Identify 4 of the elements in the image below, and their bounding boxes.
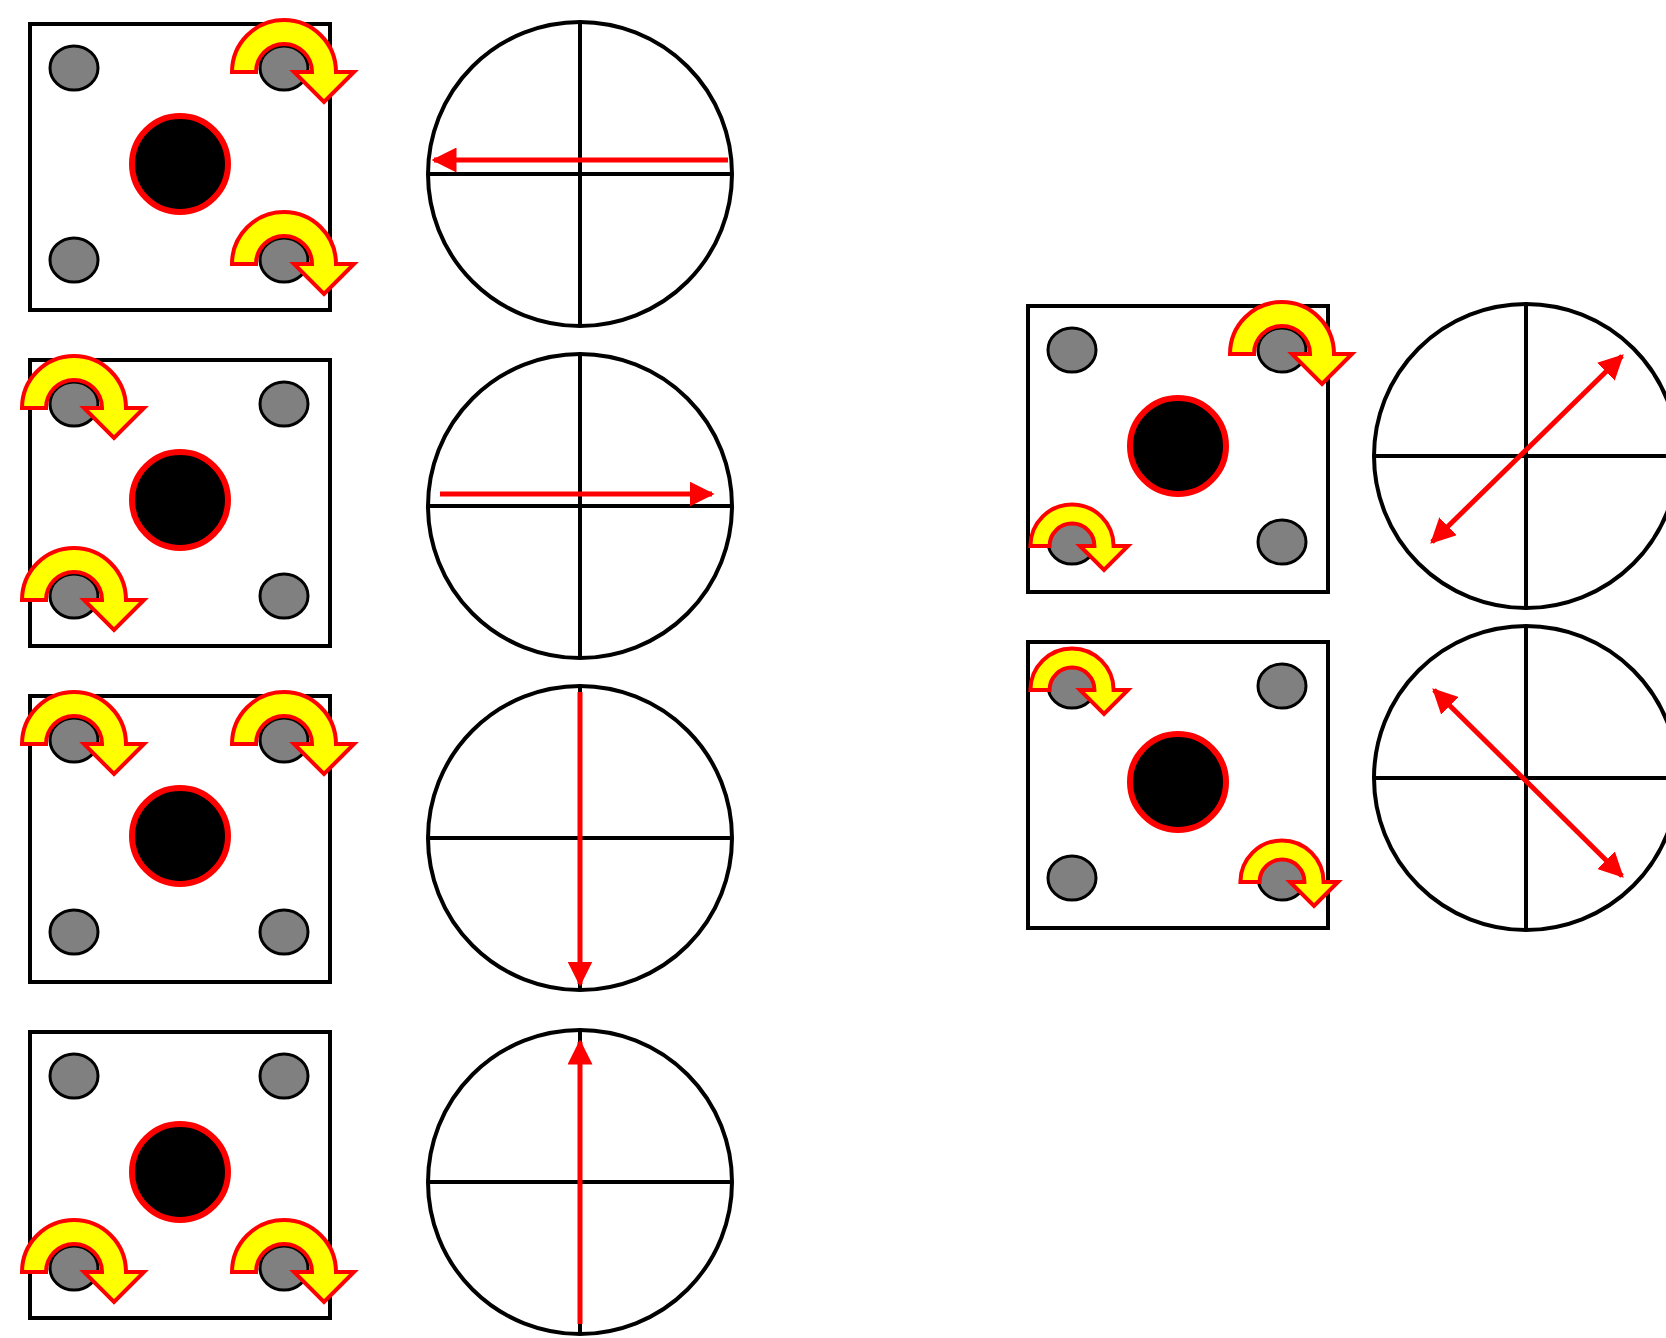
direction-circle bbox=[426, 684, 734, 992]
direction-circle bbox=[426, 1028, 734, 1336]
direction-circle bbox=[426, 352, 734, 660]
direction-circle bbox=[426, 20, 734, 328]
